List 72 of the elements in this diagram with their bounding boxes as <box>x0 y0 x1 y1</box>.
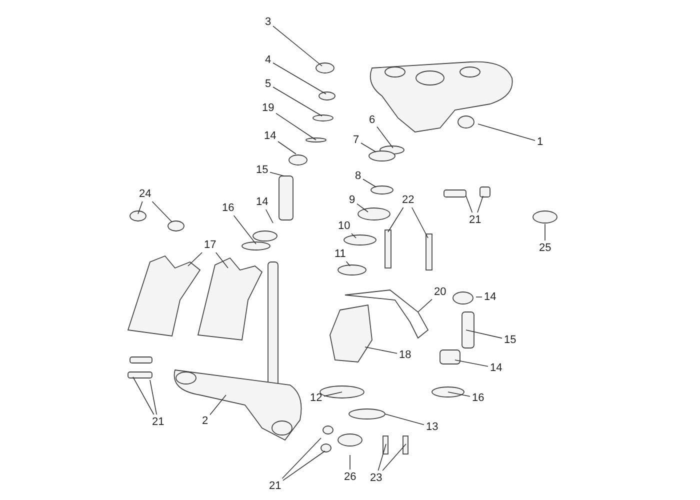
callout-number: 5 <box>265 78 272 90</box>
leader-line <box>282 450 326 481</box>
leader-line <box>466 196 473 213</box>
leader-line <box>138 201 143 214</box>
leader-line <box>466 330 502 339</box>
leader-line <box>276 112 316 140</box>
callout-number: 25 <box>539 242 552 254</box>
leader-line <box>376 126 394 148</box>
leader-line <box>216 252 228 268</box>
callout-number: 19 <box>262 102 274 114</box>
callout-number: 3 <box>265 16 272 28</box>
leader-line <box>188 252 202 266</box>
leader-line <box>272 26 322 66</box>
leader-line <box>210 394 226 416</box>
leader-line <box>476 296 482 298</box>
callout-number: 6 <box>369 114 376 126</box>
callout-number: 22 <box>402 194 414 206</box>
leader-line <box>544 224 546 241</box>
leader-line <box>448 392 470 397</box>
leader-line <box>356 203 368 212</box>
leader-line <box>382 444 406 471</box>
callout-number: 14 <box>484 290 496 304</box>
callout-number: 14 <box>256 196 268 208</box>
leader-line <box>150 380 157 415</box>
callout-number: 9 <box>349 194 356 206</box>
leader-line <box>351 233 356 238</box>
callout-number: 16 <box>472 392 484 404</box>
leader-line <box>362 178 376 188</box>
leader-line <box>378 444 386 471</box>
leader-line <box>477 196 484 213</box>
callout-number: 15 <box>256 164 268 176</box>
callout-number: 20 <box>434 286 446 298</box>
leader-line <box>278 141 296 154</box>
callout-number: 26 <box>344 470 356 484</box>
leader-line <box>270 172 284 176</box>
callout-number: 14 <box>264 130 276 142</box>
leader-line <box>272 62 326 94</box>
leader-line <box>233 215 256 244</box>
callout-number: 8 <box>355 170 362 182</box>
callout-number: 15 <box>504 334 516 346</box>
callout-number: 16 <box>222 202 234 214</box>
leader-line <box>388 207 404 232</box>
leader-line <box>282 438 322 479</box>
callout-number: 21 <box>469 214 482 226</box>
callout-number: 2 <box>202 414 208 428</box>
leader-line <box>364 346 398 354</box>
leader-line <box>478 124 536 141</box>
leader-line <box>152 201 172 222</box>
callout-number: 10 <box>338 220 350 232</box>
callout-number: 4 <box>265 54 272 66</box>
leader-line <box>454 360 488 367</box>
callout-number: 11 <box>334 248 346 260</box>
callout-number: 21 <box>269 480 282 492</box>
callout-number: 23 <box>370 472 382 484</box>
callout-number: 24 <box>139 188 152 200</box>
leader-line <box>132 376 154 415</box>
callout-number: 12 <box>310 392 322 404</box>
leader-line <box>346 261 350 266</box>
callout-number: 21 <box>152 416 164 428</box>
leader-line <box>324 392 342 397</box>
leader-line <box>412 207 428 238</box>
leader-line <box>266 209 274 224</box>
callout-number: 17 <box>204 238 216 252</box>
leader-line <box>272 86 322 116</box>
callout-number: 13 <box>426 420 438 434</box>
callout-number: 1 <box>537 136 544 148</box>
leader-line <box>418 298 432 312</box>
callout-number: 18 <box>399 348 412 362</box>
leader-line <box>384 414 424 426</box>
callout-number: 14 <box>490 362 502 374</box>
callout-number: 7 <box>353 134 360 146</box>
leader-line <box>360 142 376 152</box>
